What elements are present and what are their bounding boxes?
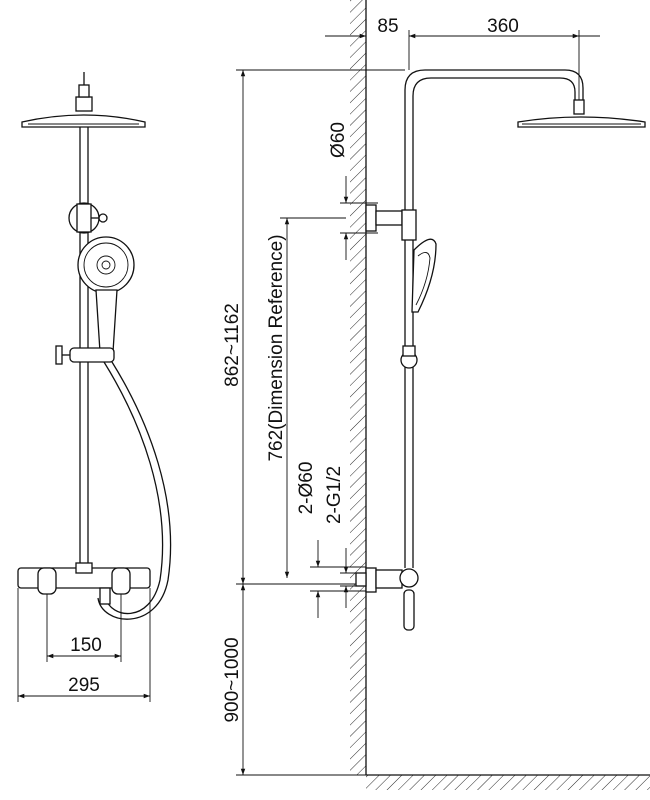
side-overhead-arm (404, 69, 646, 212)
dim-wall-offset: 85 (377, 16, 398, 37)
dim-mixer-width: 295 (68, 675, 100, 696)
front-rain-head (21, 72, 146, 128)
side-top-dimensions: 85 360 (325, 0, 600, 100)
dim-total-height: 862~1162 (222, 303, 243, 387)
front-mixer (17, 562, 151, 605)
side-upper-bracket (365, 204, 417, 241)
side-install-height: 900~1000 (222, 584, 366, 776)
dim-mixer-center: 150 (70, 635, 102, 656)
front-dimensions: 150 295 (17, 588, 151, 702)
side-total-height: 862~1162 (222, 69, 405, 584)
dim-inlet-diameter: 2-Ø60 (296, 462, 317, 515)
front-hose (97, 361, 172, 620)
side-diameter-dimension: Ø60 (328, 122, 378, 260)
side-riser (404, 240, 414, 568)
front-slider (55, 345, 115, 365)
dim-pipe-diameter: Ø60 (328, 122, 349, 158)
front-hand-shower (77, 236, 135, 353)
dim-reference-height: 762(Dimension Reference) (266, 234, 287, 461)
side-hand-shower (400, 238, 437, 369)
front-view: 150 295 (17, 72, 172, 702)
front-diverter (68, 202, 108, 234)
side-view: 85 360 Ø60 862~1162 762(Dimension Refere… (222, 0, 650, 790)
side-mixer (365, 567, 419, 631)
dim-arm-length: 360 (487, 16, 519, 37)
side-inlet-dimensions: 2-Ø60 2-G1/2 (236, 462, 367, 618)
dim-install-height: 900~1000 (222, 637, 243, 722)
side-reference-height: 762(Dimension Reference) (266, 217, 346, 578)
dim-inlet-thread: 2-G1/2 (324, 466, 345, 524)
